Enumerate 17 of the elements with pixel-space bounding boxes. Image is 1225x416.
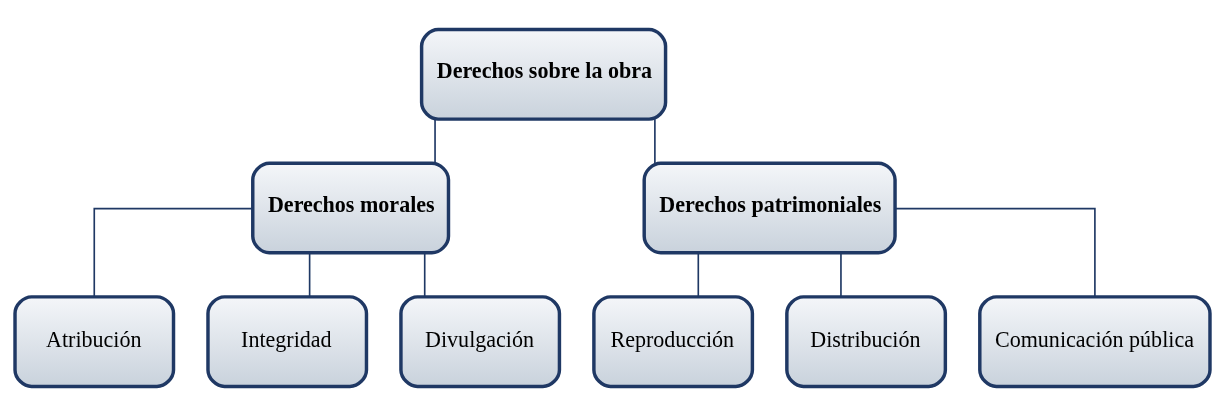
node-box: Integridad	[206, 295, 369, 389]
connector	[93, 207, 254, 298]
node-box: Derechos patrimoniales	[642, 161, 897, 255]
node-box: Comunicación pública	[978, 295, 1212, 389]
connector	[697, 252, 700, 298]
node-box: Reproducción	[592, 295, 755, 389]
connector	[654, 118, 656, 164]
node-box: Divulgación	[399, 295, 562, 389]
connector	[894, 207, 1096, 298]
node-box: Distribución	[785, 295, 948, 389]
connector	[840, 252, 842, 298]
node-box: Derechos sobre la obra	[419, 27, 668, 121]
connector	[434, 118, 436, 164]
connector	[308, 252, 311, 298]
connector	[423, 252, 426, 298]
node-box: Atribución	[13, 295, 176, 389]
node-box: Derechos morales	[251, 161, 451, 255]
